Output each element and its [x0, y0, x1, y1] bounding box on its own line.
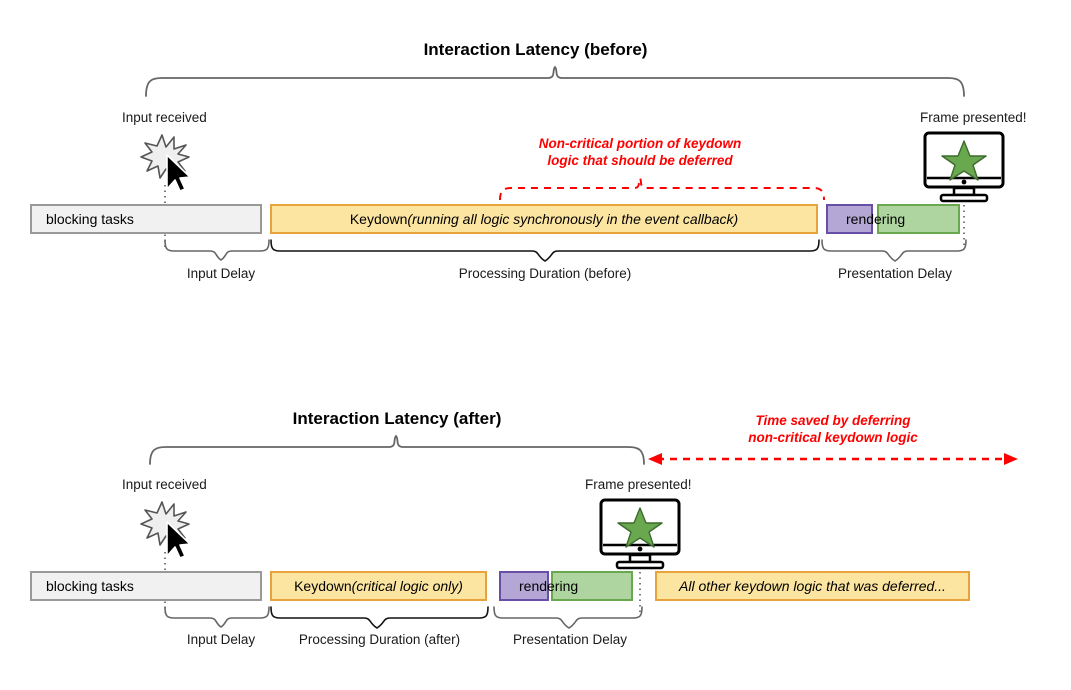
bar-keydown-label-italic: (critical logic only) — [351, 578, 463, 594]
input-received-label-after: Input received — [122, 477, 207, 492]
bar-blocking-tasks-after[interactable]: blocking tasks — [30, 571, 262, 601]
phase-label-processing-before: Processing Duration (before) — [458, 266, 632, 281]
section-after-title: Interaction Latency (after) — [292, 409, 502, 428]
annotation-time-saved: Time saved by deferring non-critical key… — [663, 413, 1003, 447]
phase-label-input-delay-after: Input Delay — [186, 632, 256, 647]
annotation-line-1: Time saved by deferring — [755, 413, 911, 428]
frame-presented-label-after: Frame presented! — [585, 477, 692, 492]
bar-render-green-before[interactable] — [877, 204, 960, 234]
annotation-line-1: Non-critical portion of keydown — [538, 136, 742, 151]
annotation-noncritical-before: Non-critical portion of keydown logic th… — [470, 136, 810, 170]
bar-render-purple-before[interactable] — [826, 204, 873, 234]
annotation-line-2: logic that should be deferred — [547, 152, 733, 168]
bar-render-green-after[interactable] — [551, 571, 633, 601]
phase-label-presentation-after: Presentation Delay — [512, 632, 628, 647]
section-before-title: Interaction Latency (before) — [423, 40, 648, 59]
phase-label-presentation-before: Presentation Delay — [837, 266, 953, 281]
bar-keydown-after[interactable]: Keydown (critical logic only) — [270, 571, 487, 601]
phase-label-input-delay-before: Input Delay — [186, 266, 256, 281]
input-received-label-before: Input received — [122, 110, 207, 125]
bar-blocking-tasks-before[interactable]: blocking tasks — [30, 204, 262, 234]
bar-keydown-label-plain: Keydown — [294, 578, 352, 594]
phase-label-processing-after: Processing Duration (after) — [298, 632, 461, 647]
frame-presented-label-before: Frame presented! — [920, 110, 1027, 125]
bar-keydown-before[interactable]: Keydown (running all logic synchronously… — [270, 204, 818, 234]
bar-keydown-label-italic: (running all logic synchronously in the … — [407, 211, 739, 227]
annotation-line-2: non-critical keydown logic — [748, 429, 918, 445]
bar-render-purple-after[interactable] — [499, 571, 549, 601]
bar-deferred-work[interactable]: All other keydown logic that was deferre… — [655, 571, 970, 601]
bar-keydown-label-plain: Keydown — [349, 211, 408, 227]
